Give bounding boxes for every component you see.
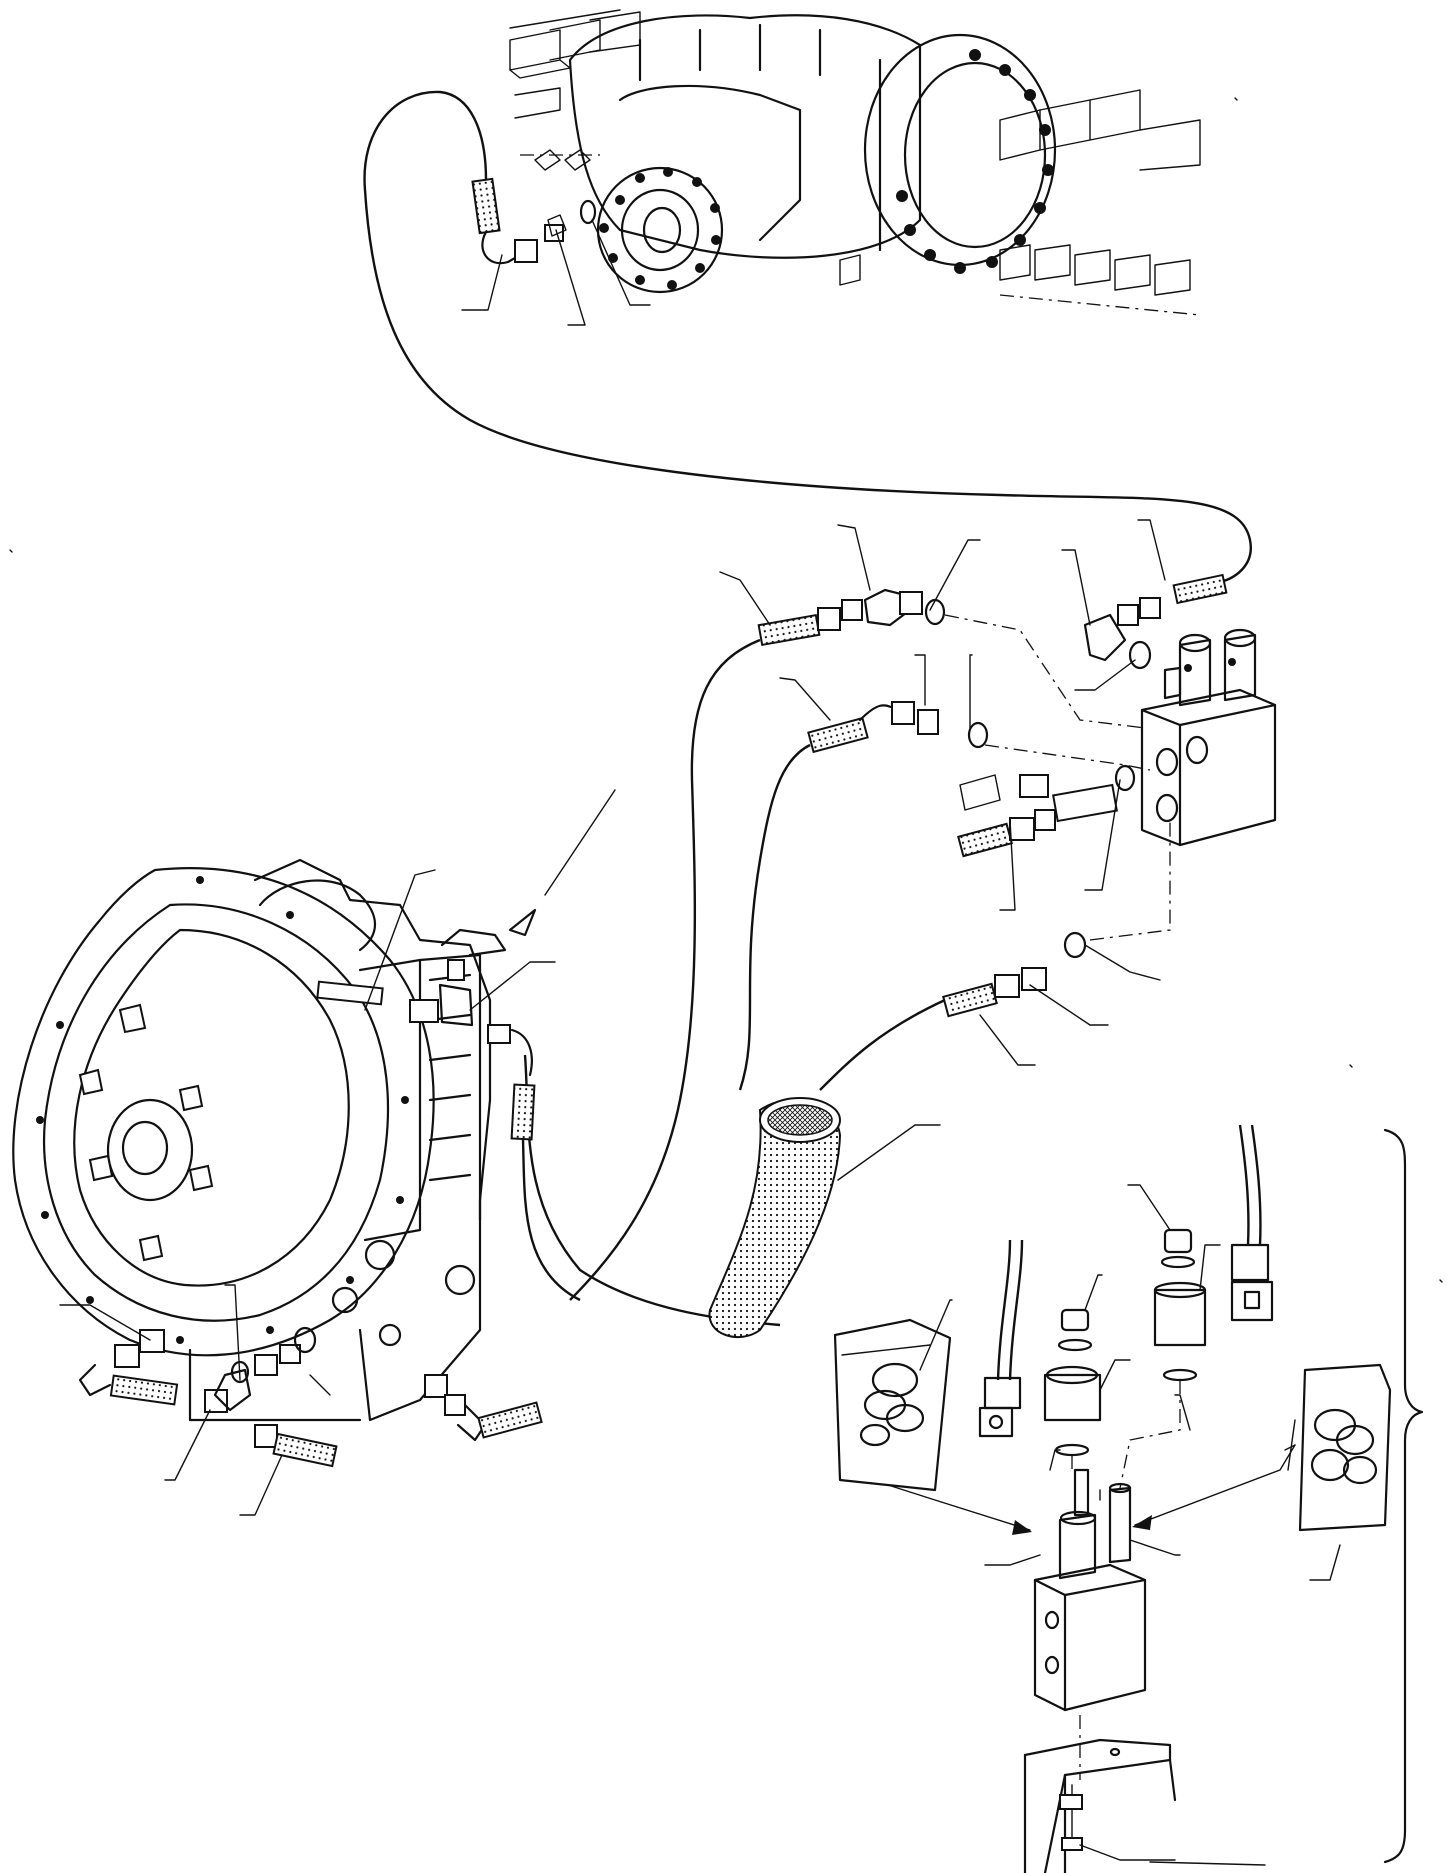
grouping-brace <box>1383 1128 1424 1864</box>
seal-kit-bag-left <box>833 1318 952 1492</box>
solenoid-valve-block <box>1140 628 1277 847</box>
transmission-assembly <box>12 858 492 1422</box>
seal-kit-bag-right <box>1284 1363 1392 1532</box>
valve-fittings <box>757 573 1228 1018</box>
leader-lines-axle <box>461 219 651 326</box>
transmission-fittings <box>78 928 581 1468</box>
margin-marks <box>9 97 1443 1283</box>
mounting-bracket <box>1023 1738 1177 1873</box>
leader-lines-valve <box>719 519 1166 1181</box>
leader-lines-exploded <box>919 1184 1341 1866</box>
protective-sleeve <box>708 1097 842 1339</box>
axle-hose-fittings <box>363 90 1252 585</box>
hose-routing <box>523 638 946 1327</box>
valve-alignment-lines <box>944 614 1171 941</box>
valve-exploded-view <box>887 1124 1296 1780</box>
axle-assembly <box>509 9 1201 316</box>
leader-lines-transmission <box>59 789 616 1516</box>
